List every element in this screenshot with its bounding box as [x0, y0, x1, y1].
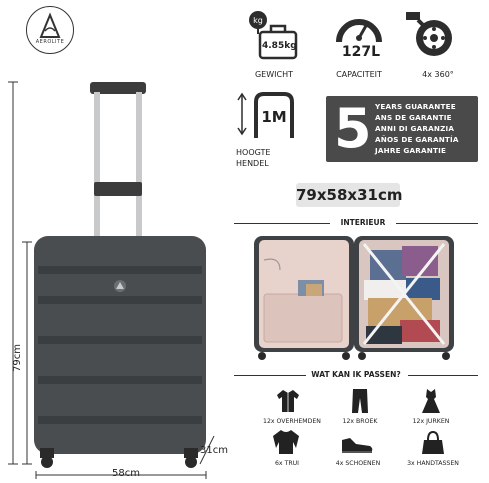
packing-item-label: 12x BROEK — [342, 418, 378, 425]
interior-photo — [250, 234, 460, 362]
size-badge — [296, 183, 400, 207]
height-total-label: 100cm — [0, 221, 3, 256]
interior-divider-right — [396, 223, 478, 224]
height-body-line — [20, 238, 34, 468]
width-line — [34, 464, 208, 479]
guarantee-line: ANS DE GARANTIE — [375, 113, 452, 122]
packing-item-label: 12x JURKEN — [412, 418, 450, 425]
width-label: 58cm — [112, 468, 140, 479]
size-badge-text: 79x58x31cm — [296, 186, 403, 204]
brand-name: AEROLITE — [35, 39, 65, 45]
guarantee-lines: YEARS GUARANTEE ANS DE GARANTIE ANNI DI … — [375, 101, 459, 156]
handbag-icon — [420, 430, 446, 456]
depth-label: 31cm — [200, 445, 228, 456]
interior-title: INTERIEUR — [340, 218, 386, 227]
suitcase-illustration — [28, 76, 224, 468]
guarantee-line: ANNI DI GARANZIA — [375, 124, 455, 133]
sweater-icon — [271, 428, 301, 456]
handle-label-line1: HOOGTE — [236, 148, 271, 157]
svg-text:kg: kg — [253, 16, 263, 25]
packing-item-label: 6x TRUI — [275, 460, 299, 467]
guarantee-banner — [326, 96, 478, 162]
guarantee-line: JAHRE GARANTIE — [375, 146, 447, 155]
packing-item-label: 12x OVERHEMDEN — [263, 418, 321, 425]
packing-item-label: 4x SCHOENEN — [335, 460, 381, 467]
guarantee-line: YEARS GUARANTEE — [375, 102, 456, 111]
packing-divider-left — [234, 375, 306, 376]
height-body-label: 79cm — [12, 344, 23, 372]
wheels-label: 4x 360° — [422, 70, 454, 79]
capacity-label: CAPACITEIT — [336, 70, 382, 79]
dress-icon — [420, 388, 442, 414]
weight-label: GEWICHT — [254, 70, 293, 79]
capacity-gauge-icon — [333, 8, 385, 48]
capacity-value: 127L — [341, 44, 381, 60]
weight-value: 4.85kg — [262, 41, 297, 51]
interior-divider-left — [234, 223, 330, 224]
guarantee-number: 5 — [334, 97, 372, 160]
handle-label-line2: HENDEL — [236, 159, 269, 168]
depth-line — [196, 432, 218, 466]
guarantee-line: AÑOS DE GARANTÍA — [375, 135, 459, 144]
packing-divider-right — [408, 375, 478, 376]
shoe-icon — [340, 436, 374, 454]
handle-height-value: 1M — [261, 108, 287, 126]
height-total-line — [6, 78, 20, 468]
packing-item-label: 3x HANDTASSEN — [407, 460, 459, 467]
shirt-icon — [275, 388, 301, 414]
brand-logo-mark — [39, 12, 61, 38]
handle-height-icon — [236, 90, 302, 140]
brand-logo — [26, 6, 74, 54]
wheel-360-icon — [404, 8, 456, 60]
weight-icon: kg — [244, 6, 300, 62]
packing-title: WAT KAN IK PASSEN? — [311, 370, 401, 379]
trousers-icon — [350, 388, 370, 414]
